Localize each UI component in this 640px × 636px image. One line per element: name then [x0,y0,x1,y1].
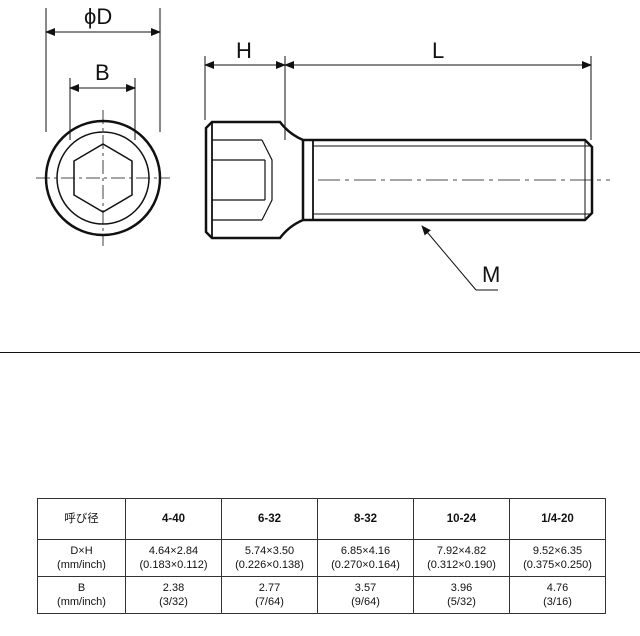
b-label: B [95,60,110,85]
row-label: B(mm/inch) [37,576,126,614]
table-cell: 3.96(5/32) [413,576,510,614]
section-divider [0,352,640,353]
table-cell: 2.77(7/64) [221,576,318,614]
screw-drawing: ϕD B H L M [36,4,610,291]
l-label: L [432,38,444,63]
header-cell-size: 1/4-20 [509,498,606,540]
header-cell-size: 6-32 [221,498,318,540]
table-row-b: B(mm/inch) 2.38(3/32) 2.77(7/64) 3.57(9/… [37,576,606,614]
header-cell-size: 8-32 [317,498,414,540]
screw-head [204,120,305,240]
size-spec-table: 呼び径 4-40 6-32 8-32 10-24 1/4-20 D×H(mm/i… [37,498,606,614]
h-label: H [236,38,252,63]
table-cell: 4.64×2.84(0.183×0.112) [125,539,222,577]
header-cell-size: 4-40 [125,498,222,540]
table-cell: 3.57(9/64) [317,576,414,614]
table-cell: 6.85×4.16(0.270×0.164) [317,539,414,577]
table-cell: 2.38(3/32) [125,576,222,614]
table-cell: 5.74×3.50(0.226×0.138) [221,539,318,577]
phi-d-label: ϕD [84,4,112,29]
table-row-dxh: D×H(mm/inch) 4.64×2.84(0.183×0.112) 5.74… [37,539,606,577]
m-leader-line [421,225,477,291]
table-header-row: 呼び径 4-40 6-32 8-32 10-24 1/4-20 [37,498,606,540]
row-label: D×H(mm/inch) [37,539,126,577]
table-cell: 9.52×6.35(0.375×0.250) [509,539,606,577]
table-cell: 7.92×4.82(0.312×0.190) [413,539,510,577]
side-view [204,56,610,291]
header-cell-nominal: 呼び径 [37,498,126,540]
table-cell: 4.76(3/16) [509,576,606,614]
header-cell-size: 10-24 [413,498,510,540]
end-view [36,8,170,246]
m-label: M [482,262,500,287]
